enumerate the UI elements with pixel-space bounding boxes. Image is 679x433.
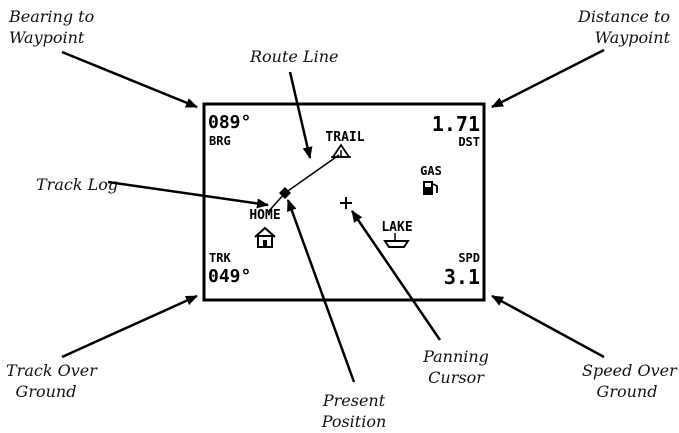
track-value: 049° xyxy=(208,266,251,287)
callout-line: Present xyxy=(322,391,386,410)
callout-speed-over-ground: Speed Over Ground xyxy=(582,360,677,402)
waypoint-lake-label: LAKE xyxy=(381,220,412,235)
track-label: TRK xyxy=(209,251,231,265)
house-icon xyxy=(254,226,276,248)
distance-value: 1.71 xyxy=(432,112,480,136)
callout-line: Track Over xyxy=(6,361,97,380)
callout-line: Position xyxy=(321,412,387,431)
callout-present-position: Present Position xyxy=(318,390,390,432)
bearing-label: BRG xyxy=(209,134,231,148)
waypoint-trail-label: TRAIL xyxy=(325,130,364,145)
diamond-marker-icon xyxy=(279,187,291,199)
callout-panning-cursor: Panning Cursor xyxy=(416,346,496,388)
arrow-distance xyxy=(491,48,605,109)
distance-label: DST xyxy=(458,135,480,149)
arrow-bearing xyxy=(61,50,198,109)
callout-line: Waypoint xyxy=(9,28,85,47)
waypoint-gas-label: GAS xyxy=(420,164,442,178)
callout-line: Track Log xyxy=(36,175,119,194)
waypoint-home-label: HOME xyxy=(249,208,280,223)
callout-line: Bearing to xyxy=(9,7,95,26)
callout-route-line: Route Line xyxy=(250,46,338,67)
track-log-line xyxy=(267,192,286,213)
bearing-value: 089° xyxy=(208,112,251,133)
speed-label: SPD xyxy=(458,251,480,265)
callout-line: Distance to xyxy=(577,7,670,26)
callout-distance-to-waypoint: Distance to Waypoint xyxy=(560,6,670,48)
arrow-speed-over-ground xyxy=(491,294,605,359)
crosshair-icon xyxy=(340,197,352,209)
callout-line: Route Line xyxy=(250,47,339,66)
arrow-track-over-ground xyxy=(61,294,198,359)
arrow-track-log xyxy=(107,180,269,209)
boat-icon xyxy=(383,233,410,248)
arrow-route-line xyxy=(288,71,313,159)
callout-line: Speed Over xyxy=(582,361,677,380)
callout-line: Ground xyxy=(596,382,658,401)
arrow-present-position xyxy=(286,199,356,383)
callout-line: Panning xyxy=(423,347,489,366)
callout-bearing-to-waypoint: Bearing to Waypoint xyxy=(9,6,94,48)
callout-line: Ground xyxy=(15,382,77,401)
speed-value: 3.1 xyxy=(444,265,480,289)
callout-line: Cursor xyxy=(428,368,484,387)
fuel-pump-icon xyxy=(423,181,438,195)
tent-icon xyxy=(331,143,351,158)
route-line xyxy=(284,154,340,194)
callout-track-log: Track Log xyxy=(36,174,118,195)
callout-track-over-ground: Track Over Ground xyxy=(6,360,97,402)
arrow-panning-cursor xyxy=(350,210,442,341)
callout-line: Waypoint xyxy=(594,28,670,47)
